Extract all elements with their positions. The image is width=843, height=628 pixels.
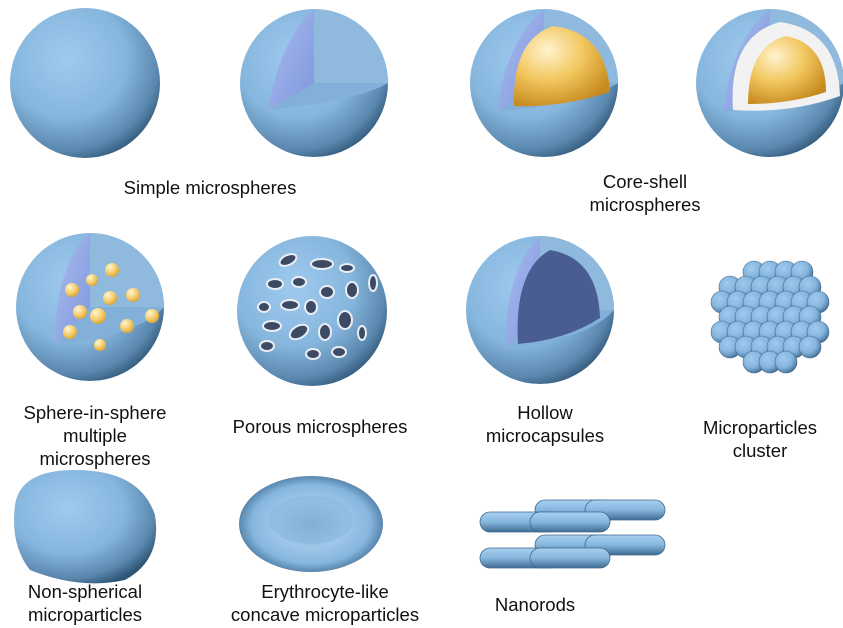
label-simple-microspheres: Simple microspheres bbox=[90, 176, 330, 199]
cluster-sphere bbox=[775, 351, 797, 373]
non-spherical-microparticle bbox=[14, 470, 156, 583]
label-non-spherical-microparticles: Non-spherical microparticles bbox=[5, 580, 165, 626]
cluster-sphere bbox=[799, 336, 821, 358]
microparticles-cluster bbox=[711, 261, 829, 373]
nanorod bbox=[530, 512, 610, 532]
core-shell-microsphere-double bbox=[696, 9, 843, 157]
nanorods bbox=[480, 500, 665, 568]
sphere-in-sphere-microsphere bbox=[16, 233, 164, 381]
porous-microsphere bbox=[237, 236, 387, 386]
simple-microsphere-solid bbox=[10, 8, 160, 158]
simple-microsphere-cutaway bbox=[240, 9, 388, 157]
label-hollow-microcapsules: Hollow microcapsules bbox=[460, 401, 630, 447]
nanorod bbox=[530, 548, 610, 568]
erythrocyte-like-microparticle bbox=[239, 476, 383, 572]
label-microparticles-cluster: Microparticles cluster bbox=[685, 416, 835, 462]
hollow-microcapsule bbox=[466, 236, 614, 384]
core-shell-microsphere-single bbox=[470, 9, 618, 157]
label-nanorods: Nanorods bbox=[470, 593, 600, 616]
label-porous-microspheres: Porous microspheres bbox=[215, 415, 425, 438]
label-erythrocyte-like: Erythrocyte-like concave microparticles bbox=[210, 580, 440, 626]
label-core-shell-microspheres: Core-shell microspheres bbox=[560, 170, 730, 216]
label-sphere-in-sphere: Sphere-in-sphere multiple microspheres bbox=[5, 401, 185, 470]
